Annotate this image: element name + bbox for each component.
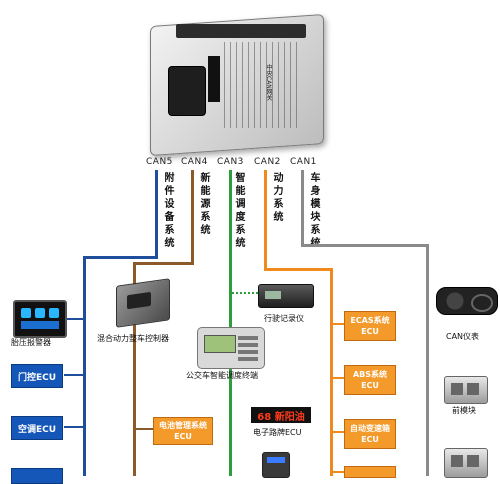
bms-ecu-line2: ECU (174, 432, 192, 441)
can4-branch-bms (133, 428, 153, 430)
abs-ecu-line1: ABS系统 (352, 370, 388, 379)
hybrid-controller-label: 混合动力整车控制器 (97, 334, 169, 343)
orange-ecu-box-partial (344, 466, 396, 478)
ecas-ecu-line2: ECU (361, 327, 379, 336)
can-dashboard-label: CAN仪表 (446, 332, 480, 341)
can-dashboard-device (436, 287, 498, 315)
can1-bus-horizontal (301, 244, 429, 247)
door-ecu-box: 门控ECU (11, 364, 63, 388)
can3-branch-recorder (232, 292, 258, 294)
driving-recorder-device (258, 284, 314, 308)
ecu-box-partial (11, 468, 63, 484)
can2-branch-bottom (330, 471, 344, 473)
can2-bus-trunk (330, 268, 333, 476)
front-module-device (444, 376, 488, 404)
ecas-ecu-box: ECAS系统 ECU (344, 311, 396, 341)
can5-branch-door (64, 374, 86, 376)
can4-label: CAN4 (181, 157, 208, 167)
gateway-top-cap (176, 24, 306, 38)
hybrid-controller-device (116, 278, 170, 328)
driving-recorder-label: 行驶记录仪 (264, 314, 304, 323)
system-label-dispatch: 智能调度系统 (233, 172, 244, 250)
can2-bus-horizontal (264, 268, 333, 271)
gateway-pin-labels (224, 42, 300, 128)
bus-dispatch-terminal-device (197, 327, 265, 369)
gateway-title: 中央CAN网关 (265, 64, 272, 101)
can5-bus-vertical (155, 170, 158, 258)
can1-label: CAN1 (290, 157, 317, 167)
amt-ecu-box: 自动变速箱 ECU (344, 419, 396, 449)
bottom-partial-device (262, 452, 290, 478)
route-sign-display: 68 新阳油 (251, 407, 311, 423)
can2-label: CAN2 (254, 157, 281, 167)
route-sign-label: 电子路牌ECU (253, 428, 302, 437)
system-label-new-energy: 新能源系统 (198, 172, 209, 237)
module-device-partial (444, 448, 488, 478)
system-label-power: 动力系统 (271, 172, 282, 224)
gateway-slot (208, 56, 220, 102)
abs-ecu-box: ABS系统 ECU (344, 365, 396, 395)
can4-bus-horizontal (133, 262, 194, 265)
can2-branch-ecas (330, 323, 344, 325)
ac-ecu-box: 空调ECU (11, 416, 63, 440)
can5-bus-horizontal (83, 256, 158, 259)
tire-alarm-label: 胎压报警器 (11, 338, 51, 347)
can1-bus-trunk (426, 244, 429, 476)
can1-bus-vertical (301, 170, 304, 247)
front-module-label: 前模块 (452, 406, 476, 415)
bms-ecu-line1: 电池管理系统 (159, 421, 207, 430)
bus-dispatch-terminal-label: 公交车智能调度终端 (186, 371, 258, 380)
can5-branch-ac (64, 426, 86, 428)
tire-alarm-device (13, 300, 67, 338)
can4-bus-trunk (133, 262, 136, 476)
amt-ecu-line1: 自动变速箱 (350, 424, 390, 433)
ecas-ecu-line1: ECAS系统 (350, 316, 390, 325)
can5-label: CAN5 (146, 157, 173, 167)
can2-bus-vertical (264, 170, 267, 271)
can5-branch-tire (64, 318, 86, 320)
can4-bus-vertical (191, 170, 194, 265)
can3-bus-trunk (229, 170, 232, 476)
bms-ecu-box: 电池管理系统 ECU (153, 417, 213, 445)
can5-bus-trunk (83, 256, 86, 476)
system-label-accessory: 附件设备系统 (162, 172, 173, 250)
gateway-connector-port (168, 66, 206, 116)
can2-branch-abs (330, 377, 344, 379)
can3-label: CAN3 (217, 157, 244, 167)
system-label-body-module: 车身模块系统 (308, 172, 319, 250)
abs-ecu-line2: ECU (361, 381, 379, 390)
can2-branch-amt (330, 431, 344, 433)
amt-ecu-line2: ECU (361, 435, 379, 444)
